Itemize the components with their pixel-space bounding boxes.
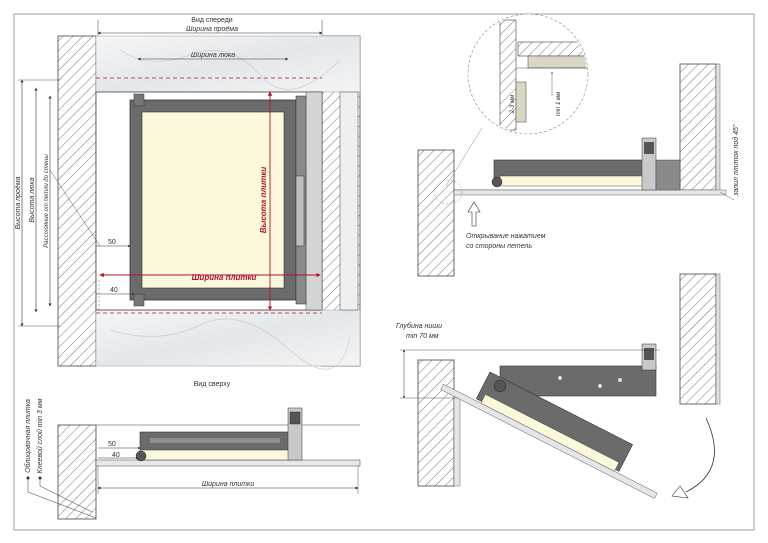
detail-left-wall (417, 149, 455, 277)
opening-width-label: Ширина проёма (186, 26, 238, 33)
top-dim-50: 50 (108, 441, 116, 448)
detail-tile (453, 189, 727, 196)
top-dim-40: 40 (112, 452, 120, 459)
gap-label: 2-3 мм (510, 95, 516, 115)
top-view-tile (95, 459, 361, 467)
detail-view: 2-3 мм min 1 мм запил плиток под 45° Отк… (417, 13, 740, 277)
top-marble-tile (95, 35, 361, 93)
niche-depth-label-1: Глубина ниши (396, 322, 442, 330)
bottom-hinge (133, 293, 145, 307)
facing-tile-label: Облицовочная плитка (24, 399, 32, 473)
niche-depth-label-2: min 70 мм (406, 333, 439, 340)
front-view-title: Вид спереди (191, 17, 233, 24)
top-view-title: Вид сверху (194, 381, 231, 388)
hatch-panel (141, 111, 285, 289)
tile-height-label: Высота плитки (259, 167, 268, 234)
left-wall (57, 35, 97, 367)
adhesive-layer-label: Клеевой слой min 3 мм (36, 398, 44, 473)
bottom-marble-tile (95, 309, 361, 367)
top-hinge (133, 93, 145, 107)
hinge-distance-label: Расстояние от петли до стены (44, 154, 50, 248)
front-dim-40: 40 (110, 287, 118, 294)
min-gap-label: min 1 мм (556, 92, 562, 117)
open-right-wall (679, 273, 717, 405)
open-view: Глубина ниши min 70 мм (396, 273, 721, 499)
opening-note-1: Открывание нажатием (466, 233, 546, 240)
magnifier-circle (467, 13, 589, 135)
opening-note-2: со стороны петель (466, 243, 532, 250)
open-left-wall (417, 359, 455, 487)
opening-height-label: Высота проёма (15, 176, 22, 229)
top-view: Вид сверху 50 40 Ширина плитки Облицовоч… (24, 381, 361, 520)
push-arrow-icon (467, 201, 481, 227)
tile-width-label: Ширина плитки (192, 273, 257, 282)
hatch-height-label: Высота люка (29, 177, 36, 222)
rotation-arrow-icon (671, 485, 689, 499)
sheet-border (13, 13, 755, 531)
front-view: Вид спереди Ширина проёма Ширина люка (15, 17, 361, 370)
top-view-wall (57, 424, 97, 520)
hatch-width-label: Ширина люка (191, 52, 235, 59)
detail-right-wall (679, 63, 717, 195)
top-tile-width-label: Ширина плитки (202, 481, 255, 488)
bevel-label: запил плиток под 45° (732, 124, 740, 197)
front-dim-50: 50 (108, 239, 116, 246)
